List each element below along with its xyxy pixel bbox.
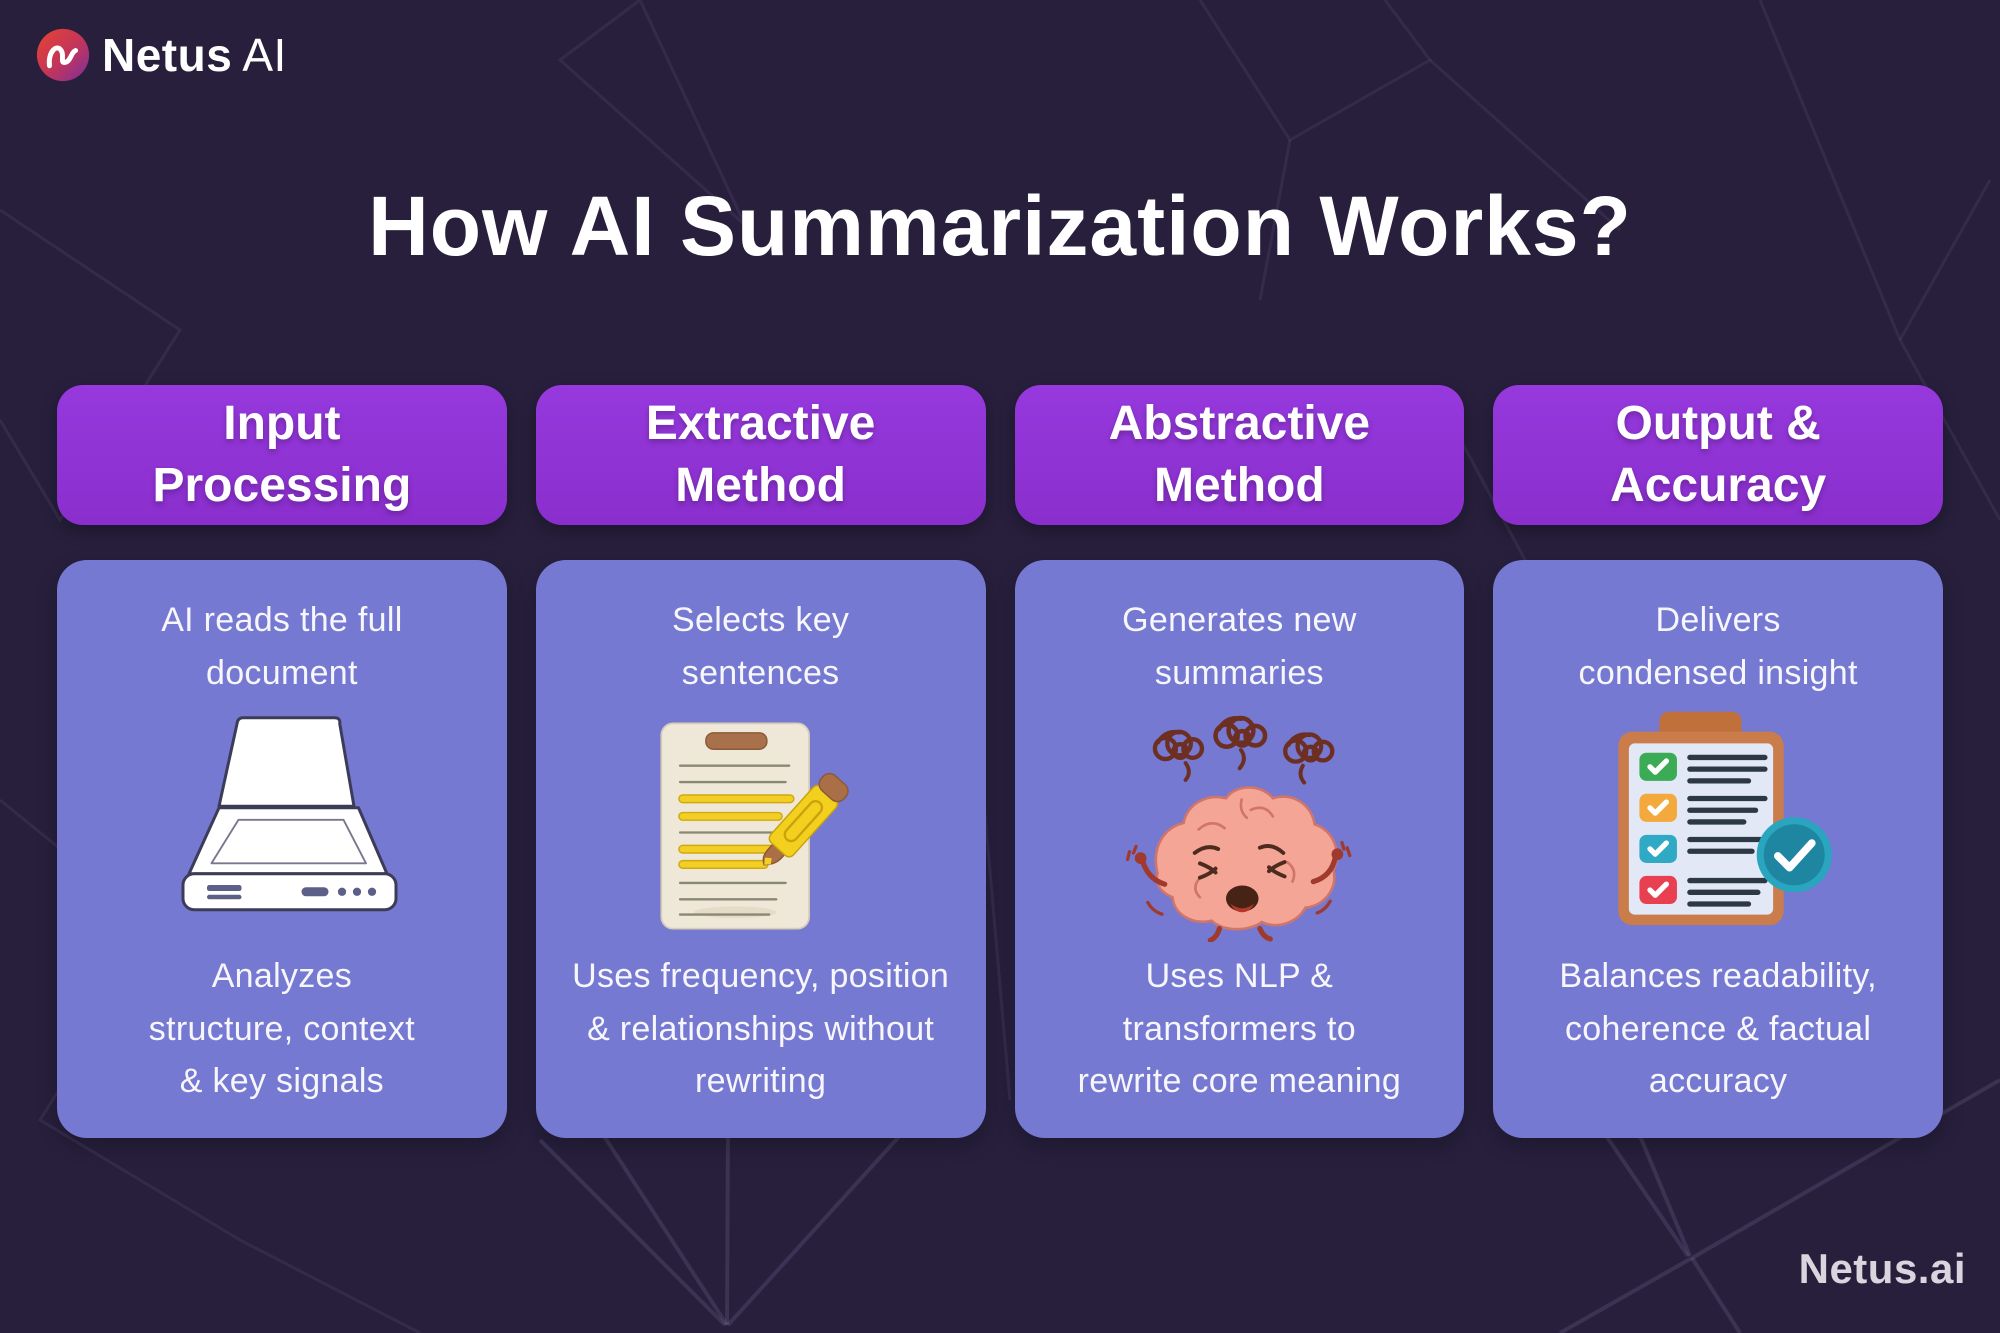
- card-bottom-text: Uses NLP & transformers to rewrite core …: [1077, 956, 1402, 1101]
- netus-logo-icon: [36, 28, 90, 82]
- card-bottom-text: Analyzes structure, context & key signal…: [148, 956, 415, 1101]
- card-top-text: AI reads the full document: [161, 601, 403, 692]
- column-header-output-accuracy: Output & Accuracy: [1493, 385, 1943, 525]
- columns-grid: Input Processing AI reads the full docum…: [57, 385, 1943, 1138]
- scanner-icon: [181, 716, 398, 912]
- brand-name-light: AI: [242, 29, 287, 81]
- watermark: Netus.ai: [1798, 1245, 1966, 1292]
- column-card-extractive-method: Selects key sentences: [535, 560, 986, 1138]
- card-illustration: [147, 699, 417, 950]
- column-card-output-accuracy: Delivers condensed insight: [1493, 560, 1943, 1138]
- card-bottom-text: Balances readability, coherence & factua…: [1559, 956, 1877, 1101]
- brand-name-bold: Netus: [102, 29, 233, 81]
- card-bottom-text: Uses frequency, position & relationships…: [572, 956, 950, 1101]
- column-header-extractive-method: Extractive Method: [535, 385, 986, 525]
- column-header-abstractive-method: Abstractive Method: [1014, 385, 1465, 525]
- card-illustration: [1089, 699, 1389, 950]
- column-card-input-processing: AI reads the full document: [57, 560, 507, 1138]
- card-top-text: Delivers condensed insight: [1578, 601, 1858, 692]
- column-header-input-processing: Input Processing: [57, 385, 507, 525]
- card-top-text: Generates new summaries: [1122, 601, 1357, 692]
- column-abstractive-method: Abstractive Method Generates new summari…: [1014, 385, 1465, 1138]
- page-title: How AI Summarization Works?: [368, 179, 1632, 273]
- column-output-accuracy: Output & Accuracy Delivers condensed ins…: [1493, 385, 1943, 1138]
- checklist-clipboard-icon: [1618, 712, 1832, 926]
- card-top-text: Selects key sentences: [672, 601, 850, 692]
- column-input-processing: Input Processing AI reads the full docum…: [57, 385, 507, 1138]
- highlighted-document-icon: [660, 722, 849, 930]
- card-illustration: [1593, 699, 1843, 950]
- card-illustration: [636, 699, 886, 950]
- column-extractive-method: Extractive Method Selects key sentences: [535, 385, 986, 1138]
- column-card-abstractive-method: Generates new summaries: [1014, 560, 1465, 1138]
- stressed-brain-icon: [1126, 707, 1352, 942]
